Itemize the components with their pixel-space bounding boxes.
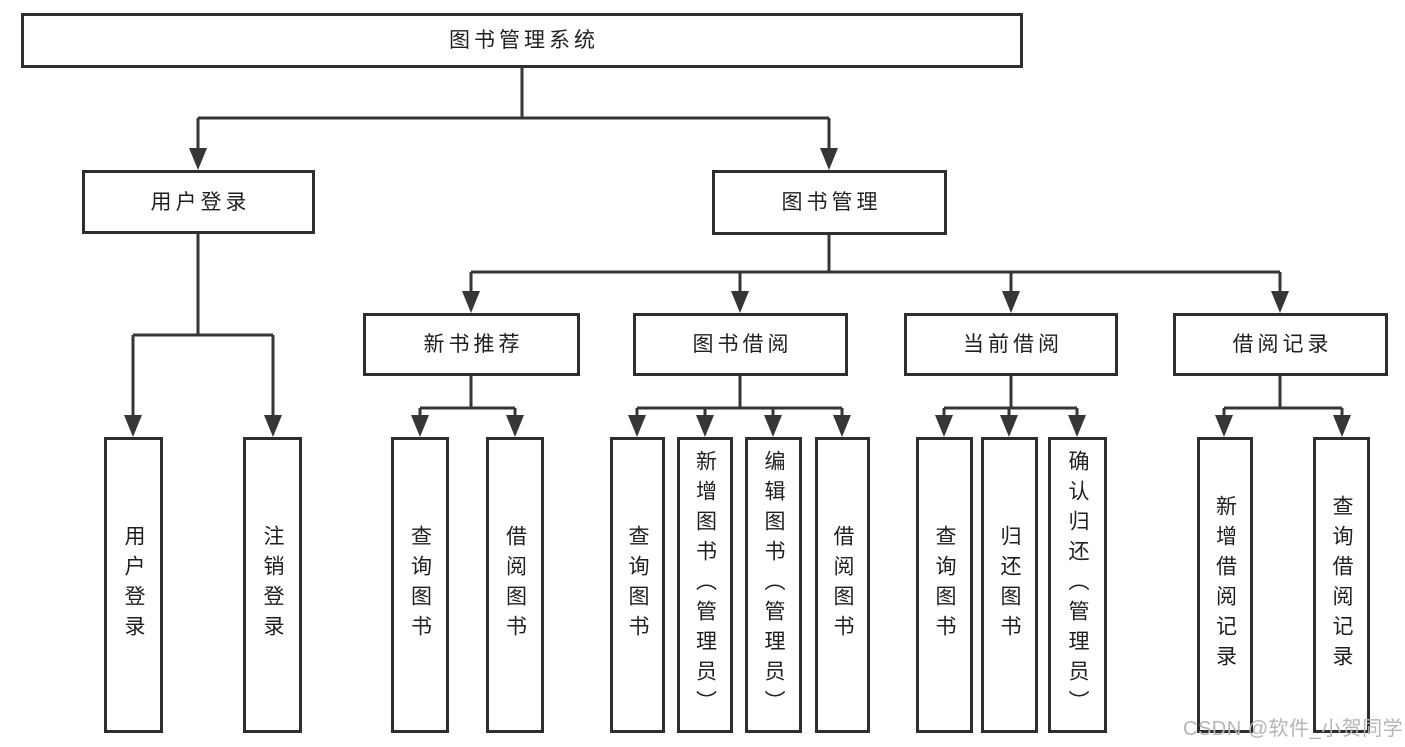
arrow-down-icon (820, 148, 838, 170)
node-label: 图书借阅 (692, 333, 793, 356)
leaf-add-book-admin: 新增图书（管理员） (677, 437, 733, 733)
arrow-down-icon (411, 415, 429, 437)
arrow-down-icon (1333, 415, 1351, 437)
leaf-query-books-recommend: 查询图书 (391, 437, 449, 733)
node-label: 查询图书 (933, 525, 956, 645)
node-label: 借阅图书 (831, 525, 854, 645)
node-label: 借阅图书 (503, 525, 527, 645)
node-label: 注销登录 (261, 525, 284, 645)
node-label: 确认归还（管理员） (1066, 450, 1089, 720)
leaf-add-borrow-record: 新增借阅记录 (1197, 437, 1253, 733)
arrow-down-icon (696, 415, 714, 437)
node-label: 新增借阅记录 (1213, 495, 1237, 675)
arrow-down-icon (628, 415, 646, 437)
node-borrowing-records: 借阅记录 (1173, 313, 1388, 376)
node-user-login: 用户登录 (82, 170, 315, 234)
leaf-edit-book-admin: 编辑图书（管理员） (745, 437, 802, 733)
arrow-down-icon (1002, 291, 1020, 313)
arrow-down-icon (1215, 415, 1233, 437)
leaf-return-book: 归还图书 (981, 437, 1038, 733)
node-label: 查询图书 (408, 525, 432, 645)
node-label: 用户登录 (150, 190, 251, 214)
leaf-query-books-current: 查询图书 (916, 437, 973, 733)
node-label: 新增图书（管理员） (693, 450, 717, 720)
node-new-book-recommend: 新书推荐 (363, 313, 580, 376)
arrow-down-icon (764, 415, 782, 437)
leaf-query-borrow-record: 查询借阅记录 (1313, 437, 1370, 733)
node-label: 编辑图书（管理员） (762, 450, 785, 720)
leaf-confirm-return-admin: 确认归还（管理员） (1048, 437, 1107, 733)
node-label: 图书管理 (781, 191, 882, 214)
node-label: 当前借阅 (963, 333, 1063, 356)
leaf-borrow-books-recommend: 借阅图书 (486, 437, 544, 733)
arrow-down-icon (189, 148, 207, 170)
node-label: 图书管理系统 (449, 29, 599, 52)
arrow-down-icon (731, 291, 749, 313)
node-book-management: 图书管理 (712, 170, 947, 235)
leaf-borrow-books: 借阅图书 (815, 437, 870, 733)
node-label: 查询借阅记录 (1330, 495, 1353, 675)
node-label: 归还图书 (998, 525, 1021, 645)
arrow-down-icon (935, 415, 953, 437)
node-current-borrowing: 当前借阅 (904, 313, 1118, 376)
leaf-logout: 注销登录 (243, 437, 302, 733)
node-library-system: 图书管理系统 (21, 13, 1023, 68)
node-label: 用户登录 (122, 525, 145, 645)
connector-lines (131, 68, 1344, 417)
node-label: 借阅记录 (1232, 333, 1333, 356)
leaf-query-books-borrow: 查询图书 (610, 437, 665, 733)
watermark: CSDN @软件_小贺同学 (1183, 718, 1404, 740)
arrow-down-icon (506, 415, 524, 437)
node-label: 查询图书 (626, 525, 649, 645)
arrow-down-icon (462, 291, 480, 313)
arrow-down-icon (1068, 415, 1086, 437)
arrow-down-icon (1271, 291, 1289, 313)
node-label: 新书推荐 (423, 333, 524, 356)
node-book-borrowing: 图书借阅 (633, 313, 848, 376)
leaf-user-login: 用户登录 (104, 437, 163, 733)
arrow-down-icon (833, 415, 851, 437)
arrowheads (124, 148, 1351, 437)
arrow-down-icon (1000, 415, 1018, 437)
arrow-down-icon (124, 415, 142, 437)
arrow-down-icon (264, 415, 282, 437)
